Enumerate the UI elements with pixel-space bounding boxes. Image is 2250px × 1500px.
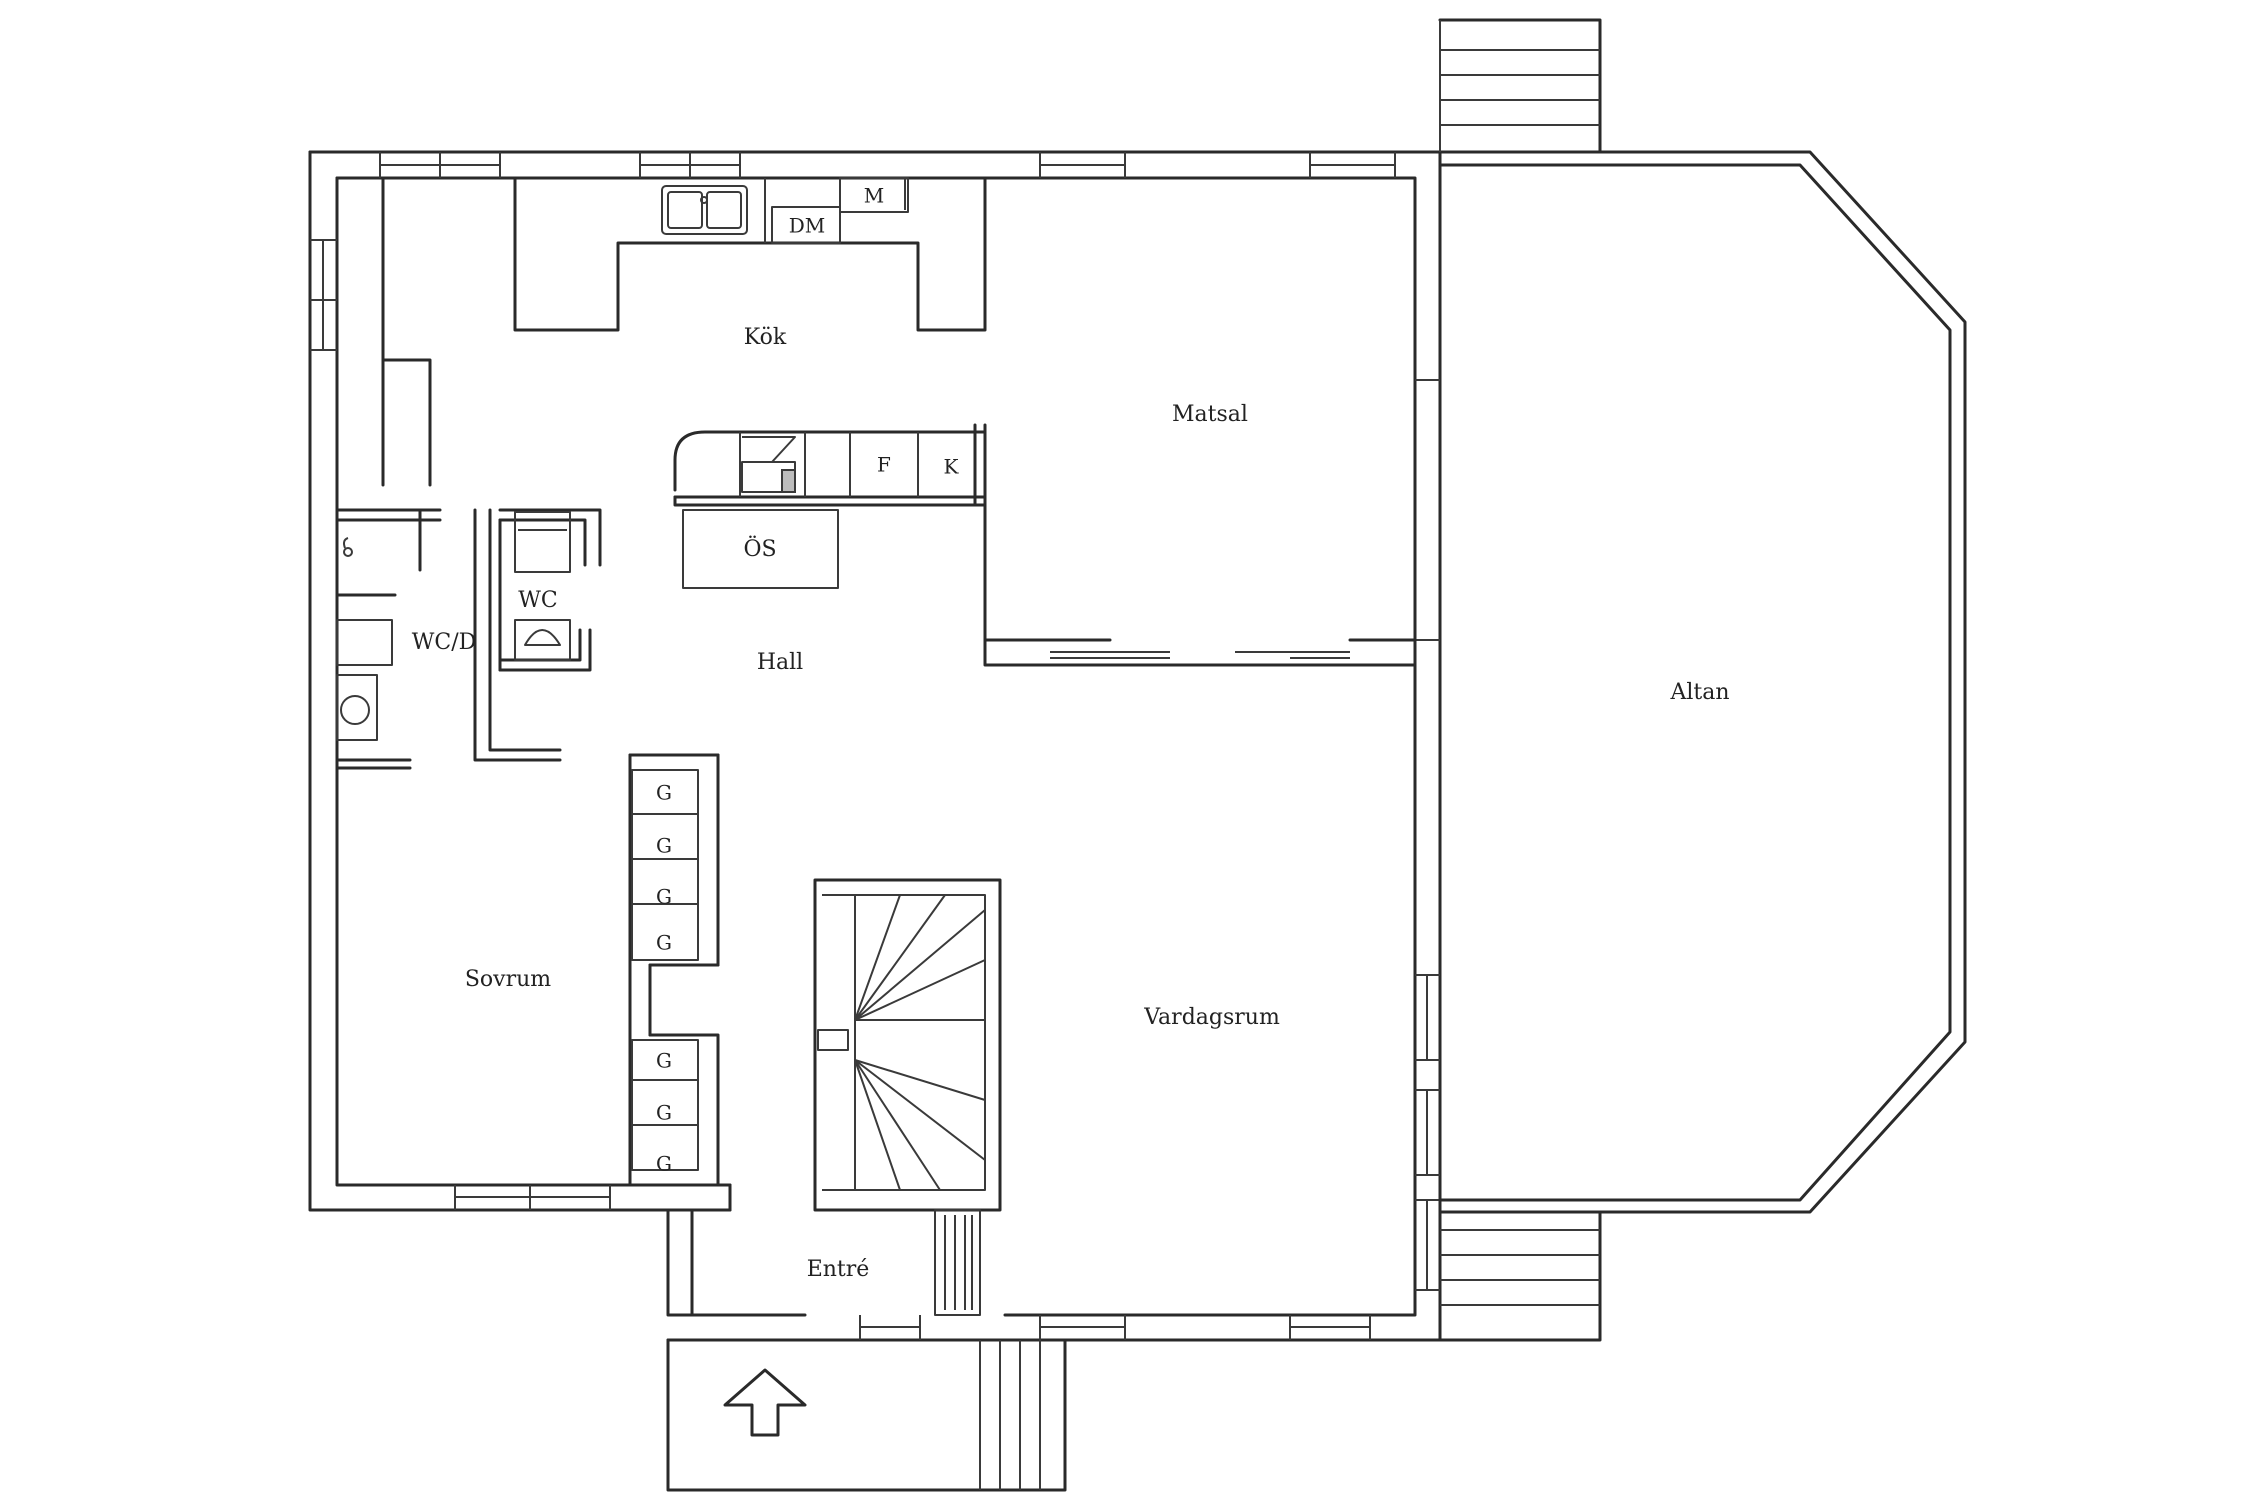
microwave-box xyxy=(839,177,909,213)
wardrobe-label: G xyxy=(656,931,672,955)
room-label-os: ÖS xyxy=(743,535,776,562)
wardrobe-label: G xyxy=(656,781,672,805)
room-label-hall: Hall xyxy=(757,650,803,675)
wcd-sink-icon xyxy=(336,674,378,741)
wardrobe-label: G xyxy=(656,834,672,858)
appliance-label-k: K xyxy=(944,455,960,479)
kitchen-counters xyxy=(381,176,987,487)
room-label-wc: WC xyxy=(518,588,557,613)
appliance-label-f: F xyxy=(877,453,891,477)
wardrobe-label: G xyxy=(656,885,672,909)
wardrobes xyxy=(628,753,720,1187)
kitchen-island xyxy=(673,423,1417,667)
toilet-icon xyxy=(336,619,393,666)
room-label-wcd: WC/D xyxy=(412,630,477,655)
overhead-storage xyxy=(682,509,839,589)
altan-deck xyxy=(1438,18,1967,1342)
wc-d-bathroom xyxy=(335,508,562,770)
wc-room xyxy=(498,508,602,672)
staircase xyxy=(813,878,1002,1212)
entrance-mat xyxy=(934,1209,981,1316)
wardrobe-label: G xyxy=(656,1152,672,1176)
room-label-sovrum: Sovrum xyxy=(465,967,551,992)
entrance-steps xyxy=(666,1338,1067,1492)
wardrobe-label: G xyxy=(656,1101,672,1125)
room-label-kok: Kök xyxy=(744,325,787,350)
shower-icon xyxy=(343,537,349,549)
sink-icon xyxy=(661,185,748,235)
room-label-altan: Altan xyxy=(1669,680,1729,705)
appliance-label-dm: DM xyxy=(789,214,826,238)
appliance-label-m: M xyxy=(864,184,884,208)
wardrobe-label: G xyxy=(656,1049,672,1073)
exterior-walls xyxy=(308,150,1442,1342)
room-label-matsal: Matsal xyxy=(1172,402,1248,427)
wc-toilet-icon xyxy=(514,511,571,573)
sliding-doors xyxy=(983,638,1417,659)
room-label-vardagsrum: Vardagsrum xyxy=(1143,1005,1280,1030)
entrance-arrow-icon xyxy=(723,1368,807,1437)
wc-sink-icon xyxy=(514,619,571,661)
room-label-entre: Entré xyxy=(807,1257,870,1282)
dishwasher-box xyxy=(771,206,841,244)
